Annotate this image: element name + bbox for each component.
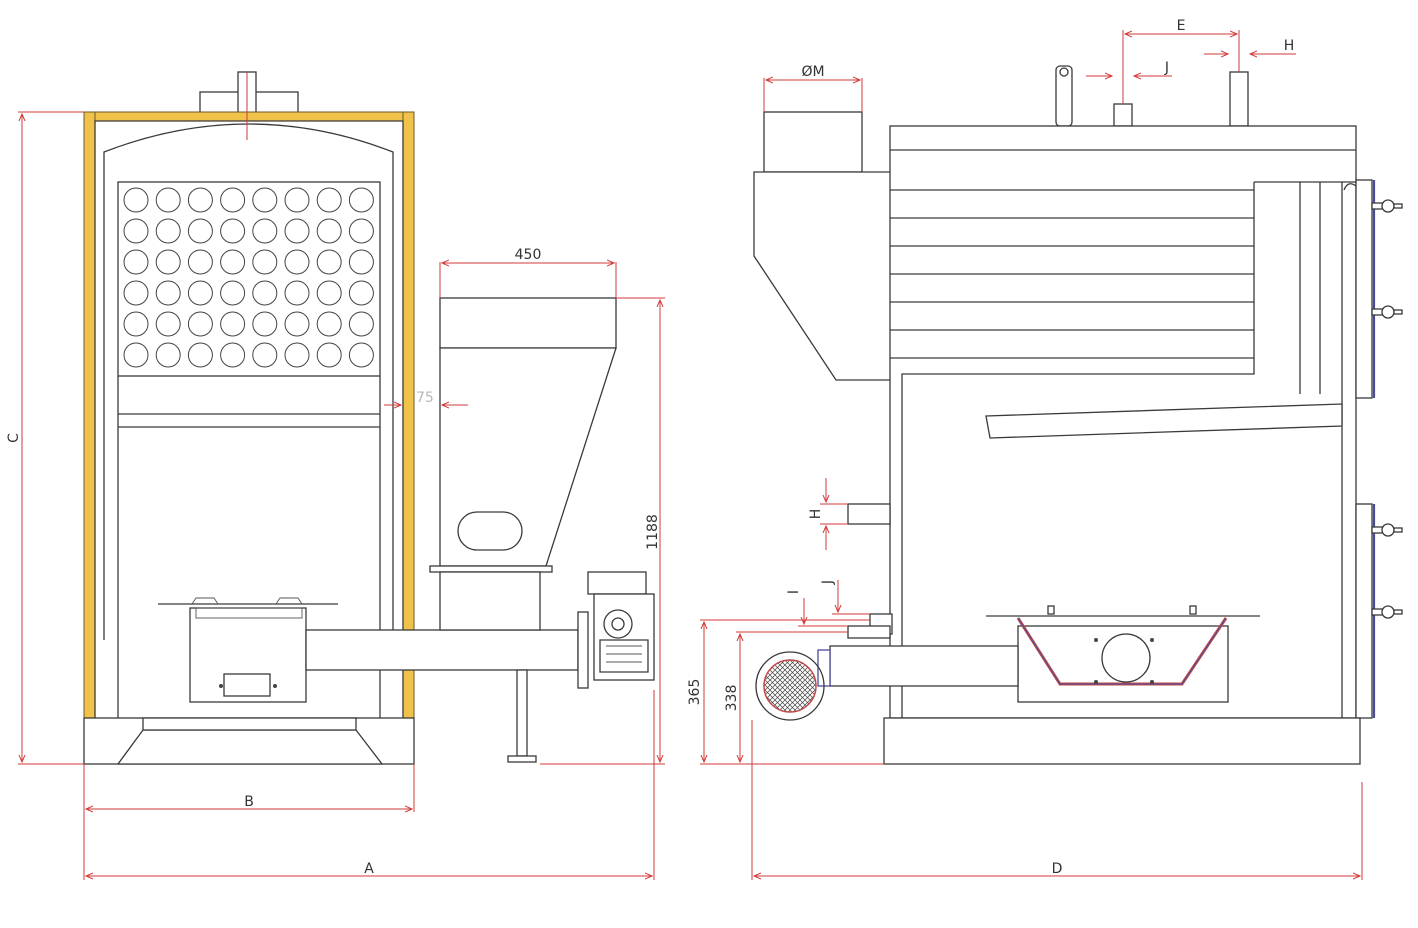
heat-exchanger-tube [155, 342, 181, 368]
heat-exchanger-tube [187, 280, 213, 306]
heat-exchanger-tube [123, 249, 149, 275]
heat-exchanger-tube [155, 187, 181, 213]
heat-exchanger-tube [155, 280, 181, 306]
blower-housing [755, 651, 825, 721]
dim-burner-height-365: 365 [687, 679, 703, 706]
heat-exchanger-tube [252, 249, 278, 275]
dim-hopper-height: 1188 [645, 514, 661, 550]
heat-exchanger-tube [155, 218, 181, 244]
heat-exchanger-tube [187, 311, 213, 337]
dim-pipe-j-top: J [1164, 60, 1169, 76]
door-handle-knob [1371, 305, 1403, 319]
side-dimensions: ØM E J H H J [687, 18, 1363, 880]
heat-exchanger-tube [123, 342, 149, 368]
baffle-plate [985, 403, 1343, 439]
heat-exchanger-fins [890, 189, 1254, 359]
heat-exchanger-tube [316, 218, 342, 244]
heat-exchanger-tube [252, 218, 278, 244]
heat-exchanger-tube [316, 311, 342, 337]
heat-exchanger-tube [123, 187, 149, 213]
heat-exchanger-tube [316, 187, 342, 213]
heat-exchanger [117, 181, 381, 377]
heat-exchanger-tube [316, 280, 342, 306]
heat-exchanger-tube [284, 249, 310, 275]
heat-exchanger-tube [284, 280, 310, 306]
dim-hopper-width: 450 [515, 247, 542, 263]
side-base [883, 717, 1361, 765]
heat-exchanger-tube [187, 187, 213, 213]
feeder-flange [577, 611, 589, 689]
door-handle-knob [1371, 199, 1403, 213]
base-cutout [116, 729, 384, 765]
heat-exchanger-tube [284, 342, 310, 368]
door-handle-knob [1371, 605, 1403, 619]
heat-exchanger-tube [220, 249, 246, 275]
heat-exchanger-tube [284, 311, 310, 337]
heat-exchanger-tube [187, 342, 213, 368]
dim-pipe-h-side: H [808, 509, 824, 520]
burner-side [986, 605, 1260, 703]
boiler-inner-shell [103, 123, 394, 640]
heat-exchanger-tube [123, 280, 149, 306]
gear-motor [587, 571, 655, 681]
heat-exchanger-tube [348, 187, 374, 213]
top-connections [1055, 65, 1249, 127]
heat-exchanger-tube [348, 218, 374, 244]
flue-box [753, 171, 893, 381]
heat-exchanger-tube [123, 311, 149, 337]
heat-exchanger-tube [155, 249, 181, 275]
front-view: 450 1188 75 B A C [6, 71, 665, 880]
heat-exchanger-tube [284, 218, 310, 244]
dim-jacket-gap: 75 [416, 390, 434, 406]
dim-width-b: B [244, 794, 254, 810]
dim-pipe-i-side: I [786, 590, 802, 594]
feeder-support-leg [516, 669, 528, 757]
dim-depth-d: D [1052, 861, 1063, 877]
heat-exchanger-tube [123, 218, 149, 244]
heat-exchanger-tube [348, 249, 374, 275]
dim-pipe-j-side: J [820, 580, 836, 585]
heat-exchanger-tube [220, 218, 246, 244]
feeder-tube [305, 629, 579, 671]
heat-exchanger-tube [187, 218, 213, 244]
side-feed-tube [829, 645, 1019, 687]
heat-exchanger-tube [316, 249, 342, 275]
blower-grille [763, 659, 817, 713]
heat-exchanger-tube [252, 342, 278, 368]
burner-inspection-window [223, 673, 271, 697]
dim-pipe-spacing: E [1177, 18, 1186, 34]
heat-exchanger-tube [252, 187, 278, 213]
heat-exchanger-tube [187, 249, 213, 275]
heat-exchanger-tube [316, 342, 342, 368]
heat-exchanger-tube [220, 187, 246, 213]
heat-exchanger-tube [348, 311, 374, 337]
dim-height-c: C [6, 433, 22, 443]
heat-exchanger-tube [348, 280, 374, 306]
heat-exchanger-tube [220, 342, 246, 368]
heat-exchanger-tube [220, 280, 246, 306]
dim-pipe-h-top: H [1284, 38, 1295, 54]
heat-exchanger-tube [220, 311, 246, 337]
dim-burner-height-338: 338 [724, 685, 740, 712]
heat-exchanger-tube [252, 311, 278, 337]
heat-exchanger-tube [348, 342, 374, 368]
door-handle-knob [1371, 523, 1403, 537]
tube-grid [123, 187, 374, 368]
dim-flue-diameter: ØM [801, 64, 824, 80]
front-dimensions: 450 1188 75 B A C [6, 72, 665, 880]
heat-exchanger-tube [284, 187, 310, 213]
door-handles [1371, 199, 1403, 619]
heat-exchanger-tube [155, 311, 181, 337]
side-view: ØM E J H H J [687, 18, 1403, 880]
boiler-outer-shell [94, 120, 404, 718]
dim-width-a: A [364, 861, 374, 877]
flue-outlet [763, 111, 863, 173]
heat-exchanger-tube [252, 280, 278, 306]
fuel-hopper [429, 297, 617, 631]
